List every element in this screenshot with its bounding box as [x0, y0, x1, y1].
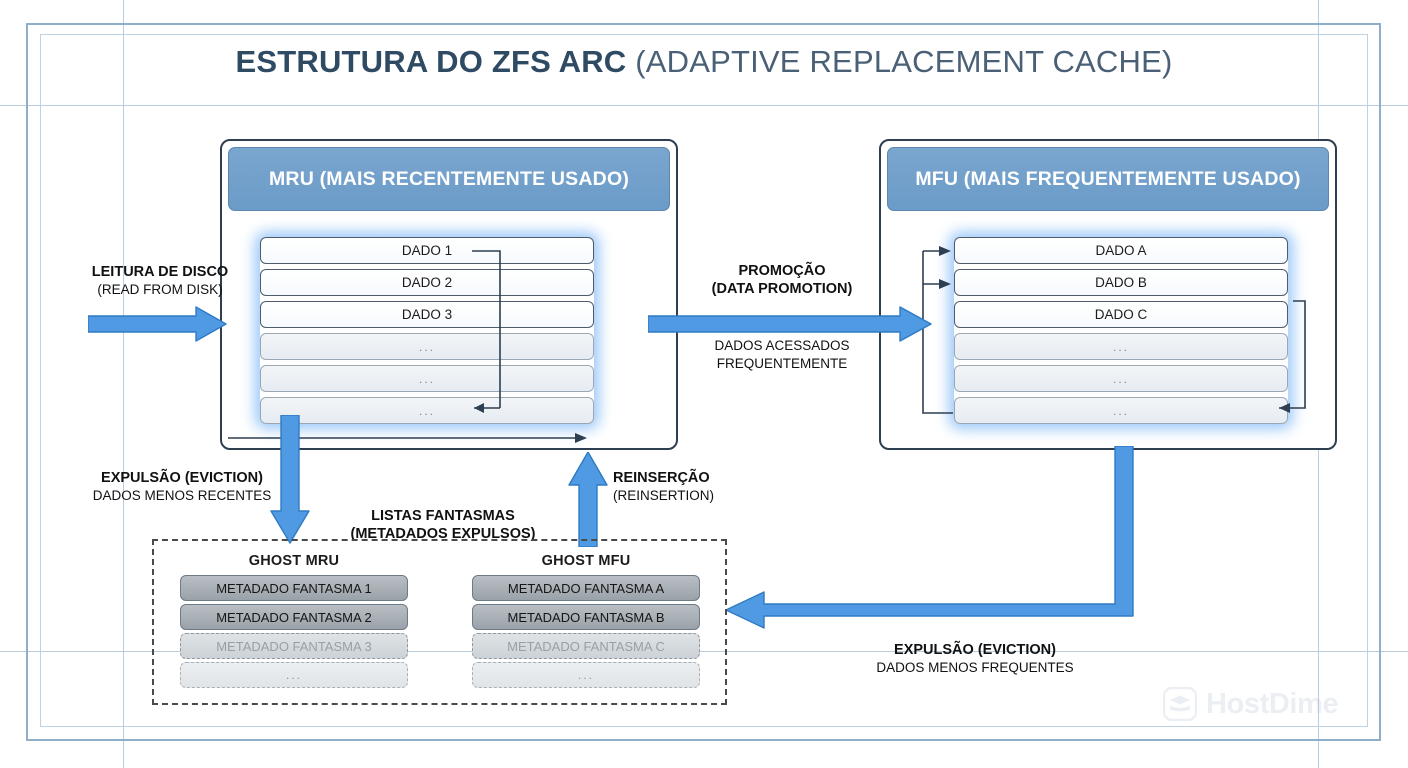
read-from-disk-label-line2: (READ FROM DISK) — [97, 282, 223, 297]
ghost-mru-title: GHOST MRU — [248, 553, 340, 569]
ghost-lists-label-line2: (METADADOS EXPULSOS) — [350, 526, 536, 542]
page-title-bold: ESTRUTURA DO ZFS ARC — [235, 44, 636, 79]
ghost-mfu-row: METADADO FANTASMA B — [472, 604, 700, 630]
reinsertion-label: REINSERÇÃO (REINSERTION) — [613, 469, 813, 505]
promotion-arrow — [648, 305, 933, 343]
ghost-lists-label: LISTAS FANTASMAS (METADADOS EXPULSOS) — [330, 507, 556, 543]
read-from-disk-label-line1: LEITURA DE DISCO — [91, 264, 229, 280]
mru-row: ... — [260, 397, 594, 424]
ghost-mru-row: METADADO FANTASMA 3 — [180, 633, 408, 659]
eviction-mfu-arrow — [722, 446, 1142, 636]
ghost-mru-column: GHOST MRU METADADO FANTASMA 1 METADADO F… — [180, 553, 408, 691]
mfu-row: DADO B — [954, 269, 1288, 296]
reinsertion-label-line1: REINSERÇÃO — [613, 470, 710, 486]
hostdime-logo-icon — [1162, 686, 1198, 722]
ghost-lists-label-line1: LISTAS FANTASMAS — [371, 508, 515, 524]
promotion-label-line1: PROMOÇÃO — [738, 263, 826, 279]
outer-frame — [26, 23, 1381, 741]
mfu-row: ... — [954, 365, 1288, 392]
ghost-mfu-title: GHOST MFU — [541, 553, 631, 569]
ghost-mfu-row: METADADO FANTASMA C — [472, 633, 700, 659]
guide-line-horizontal-top — [0, 105, 1408, 106]
ghost-mfu-column: GHOST MFU METADADO FANTASMA A METADADO F… — [472, 553, 700, 691]
mru-row: DADO 1 — [260, 237, 594, 264]
hostdime-logo-text: HostDime — [1206, 688, 1339, 720]
mfu-row: ... — [954, 333, 1288, 360]
mfu-row: ... — [954, 397, 1288, 424]
guide-line-vertical-left — [123, 0, 124, 768]
eviction-frequent-label-line1: EXPULSÃO (EVICTION) — [894, 642, 1056, 658]
page-title-light: (ADAPTIVE REPLACEMENT CACHE) — [635, 44, 1173, 79]
promotion-sublabel-line2: FREQUENTEMENTE — [716, 356, 848, 371]
mfu-row: DADO A — [954, 237, 1288, 264]
promotion-label-line2: (DATA PROMOTION) — [711, 281, 853, 297]
mfu-row-stack: DADO A DADO B DADO C ... ... ... — [954, 237, 1288, 424]
hostdime-watermark: HostDime — [1162, 686, 1339, 722]
eviction-recent-label: EXPULSÃO (EVICTION) DADOS MENOS RECENTES — [68, 469, 296, 505]
promotion-sublabel: DADOS ACESSADOS FREQUENTEMENTE — [658, 337, 906, 373]
eviction-frequent-label-line2: DADOS MENOS FREQUENTES — [876, 660, 1074, 675]
mru-row: DADO 2 — [260, 269, 594, 296]
mru-row-stack: DADO 1 DADO 2 DADO 3 ... ... ... — [260, 237, 594, 424]
promotion-sublabel-line1: DADOS ACESSADOS — [714, 338, 850, 353]
reinsertion-label-line2: (REINSERTION) — [613, 488, 715, 503]
mru-row: ... — [260, 333, 594, 360]
read-from-disk-label: LEITURA DE DISCO (READ FROM DISK) — [60, 263, 260, 299]
eviction-mru-arrow — [268, 415, 312, 545]
eviction-recent-label-line1: EXPULSÃO (EVICTION) — [101, 470, 263, 486]
inner-frame — [40, 34, 1368, 727]
mru-box: MRU (MAIS RECENTEMENTE USADO) DADO 1 DAD… — [220, 139, 678, 450]
mfu-header: MFU (MAIS FREQUENTEMENTE USADO) — [887, 147, 1329, 211]
read-from-disk-arrow — [88, 305, 228, 343]
eviction-recent-label-line2: DADOS MENOS RECENTES — [92, 488, 272, 503]
mru-header: MRU (MAIS RECENTEMENTE USADO) — [228, 147, 670, 211]
ghost-mru-row: METADADO FANTASMA 2 — [180, 604, 408, 630]
mfu-row: DADO C — [954, 301, 1288, 328]
promotion-label: PROMOÇÃO (DATA PROMOTION) — [658, 262, 906, 298]
ghost-mfu-row: METADADO FANTASMA A — [472, 575, 700, 601]
page-title: ESTRUTURA DO ZFS ARC (ADAPTIVE REPLACEME… — [40, 44, 1368, 80]
ghost-lists-container: GHOST MRU METADADO FANTASMA 1 METADADO F… — [152, 539, 727, 705]
mru-row: DADO 3 — [260, 301, 594, 328]
reinsertion-arrow — [566, 452, 610, 547]
guide-line-horizontal-bottom — [0, 651, 1408, 652]
eviction-frequent-label: EXPULSÃO (EVICTION) DADOS MENOS FREQUENT… — [853, 641, 1097, 677]
ghost-mru-row: METADADO FANTASMA 1 — [180, 575, 408, 601]
ghost-mfu-row: ... — [472, 662, 700, 688]
ghost-mru-row: ... — [180, 662, 408, 688]
mfu-box: MFU (MAIS FREQUENTEMENTE USADO) DADO A D… — [879, 139, 1337, 450]
mru-row: ... — [260, 365, 594, 392]
